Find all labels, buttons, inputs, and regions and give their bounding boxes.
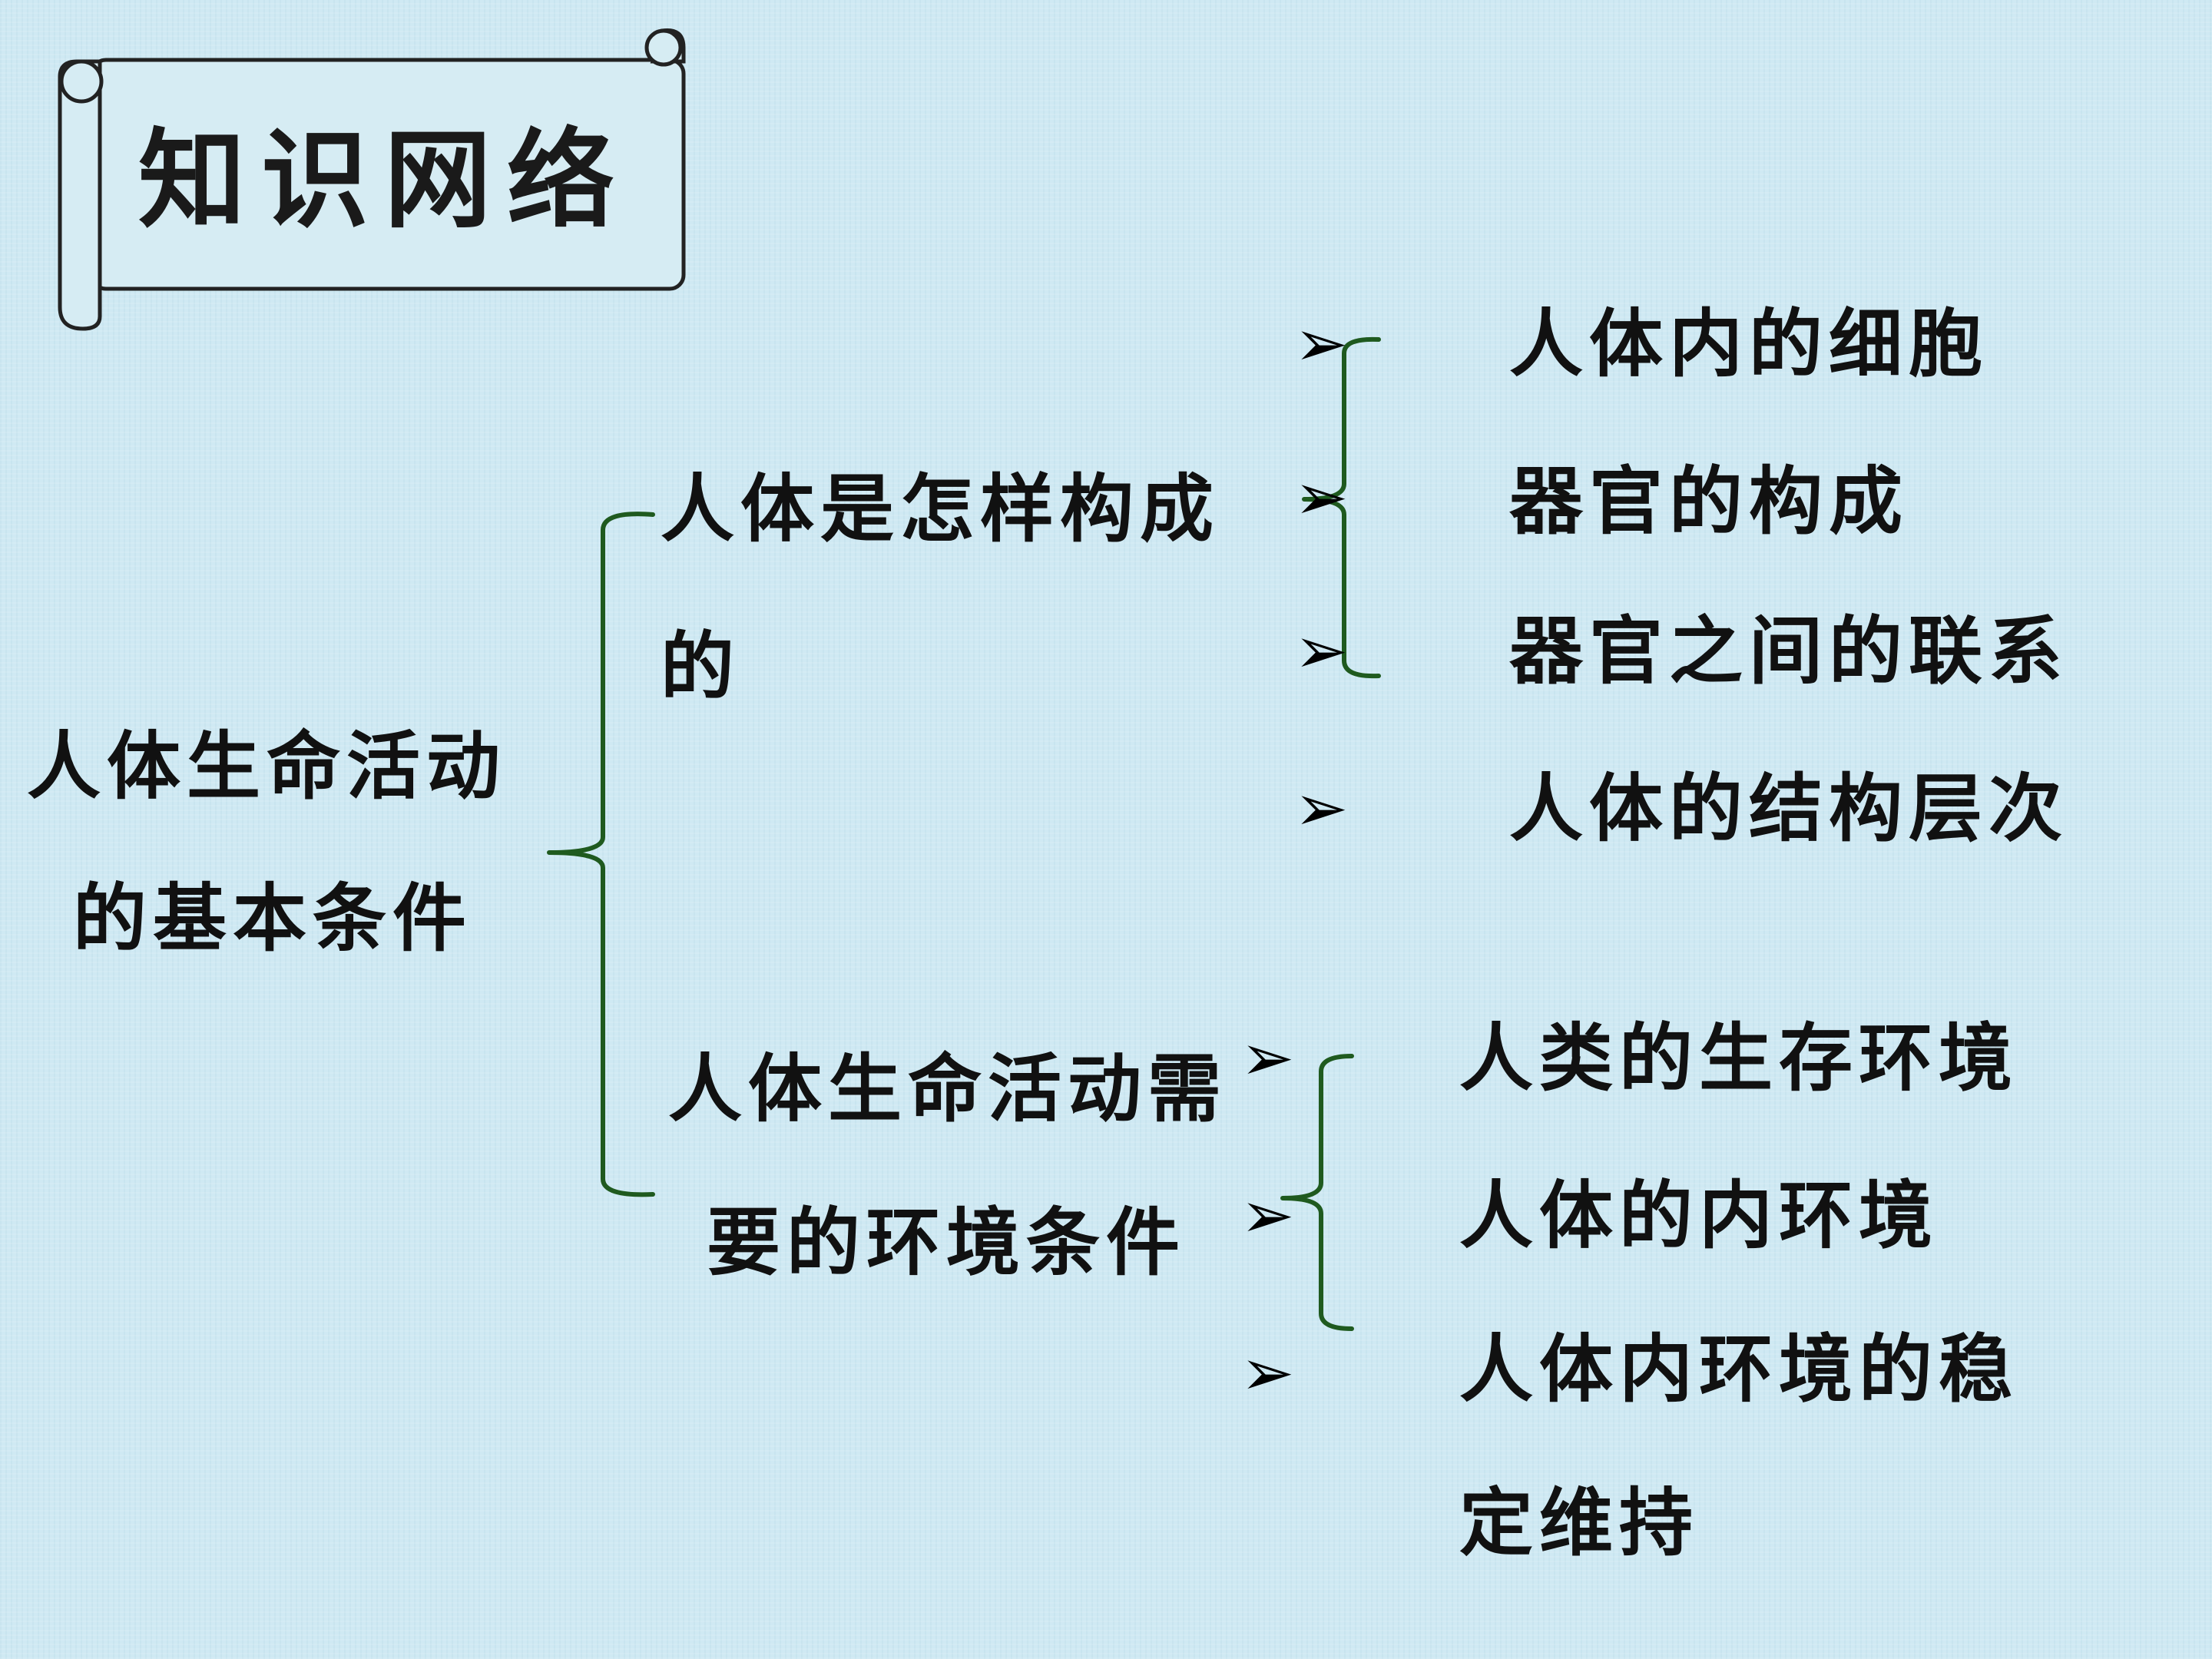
root-label-line1: 人体生命活动: [27, 723, 506, 810]
branch1-label-line1: 人体是怎样构成: [661, 465, 1220, 552]
branch2-item: 定维持: [1459, 1479, 1699, 1566]
bullet-arrow-icon: ➢: [1294, 613, 1349, 688]
bullet-arrow-icon: ➢: [1240, 1020, 1295, 1095]
bullet-arrow-icon: ➢: [1294, 306, 1349, 381]
bullet-arrow-icon: ➢: [1294, 770, 1349, 846]
scroll-banner: [58, 28, 686, 331]
bullet-arrow-icon: ➢: [1294, 459, 1349, 535]
bullet-arrow-icon: ➢: [1240, 1335, 1295, 1410]
branch1-label-line2: 的: [661, 623, 740, 710]
brace-lines: [547, 336, 1381, 1331]
branch1-item: 人体的结构层次: [1509, 765, 2068, 852]
root-brace: [547, 512, 655, 1197]
branch2-label-line2: 要的环境条件: [707, 1199, 1186, 1286]
branch2-item: 人类的生存环境: [1459, 1015, 2018, 1101]
branch2-item: 人体的内环境: [1459, 1172, 1939, 1259]
branch1-item: 人体内的细胞: [1509, 300, 1988, 387]
root-label-line2: 的基本条件: [73, 875, 472, 962]
branch2-brace: [1280, 1054, 1354, 1331]
branch2-item: 人体内环境的稳: [1459, 1326, 2018, 1412]
branch1-item: 器官的构成: [1509, 458, 1909, 545]
branch1-brace: [1302, 336, 1381, 679]
page-title: 知识网络: [138, 118, 631, 243]
branch2-label-line1: 人体生命活动需: [668, 1045, 1227, 1132]
branch1-item: 器官之间的联系: [1509, 608, 2068, 694]
bullet-arrow-icon: ➢: [1240, 1177, 1295, 1253]
